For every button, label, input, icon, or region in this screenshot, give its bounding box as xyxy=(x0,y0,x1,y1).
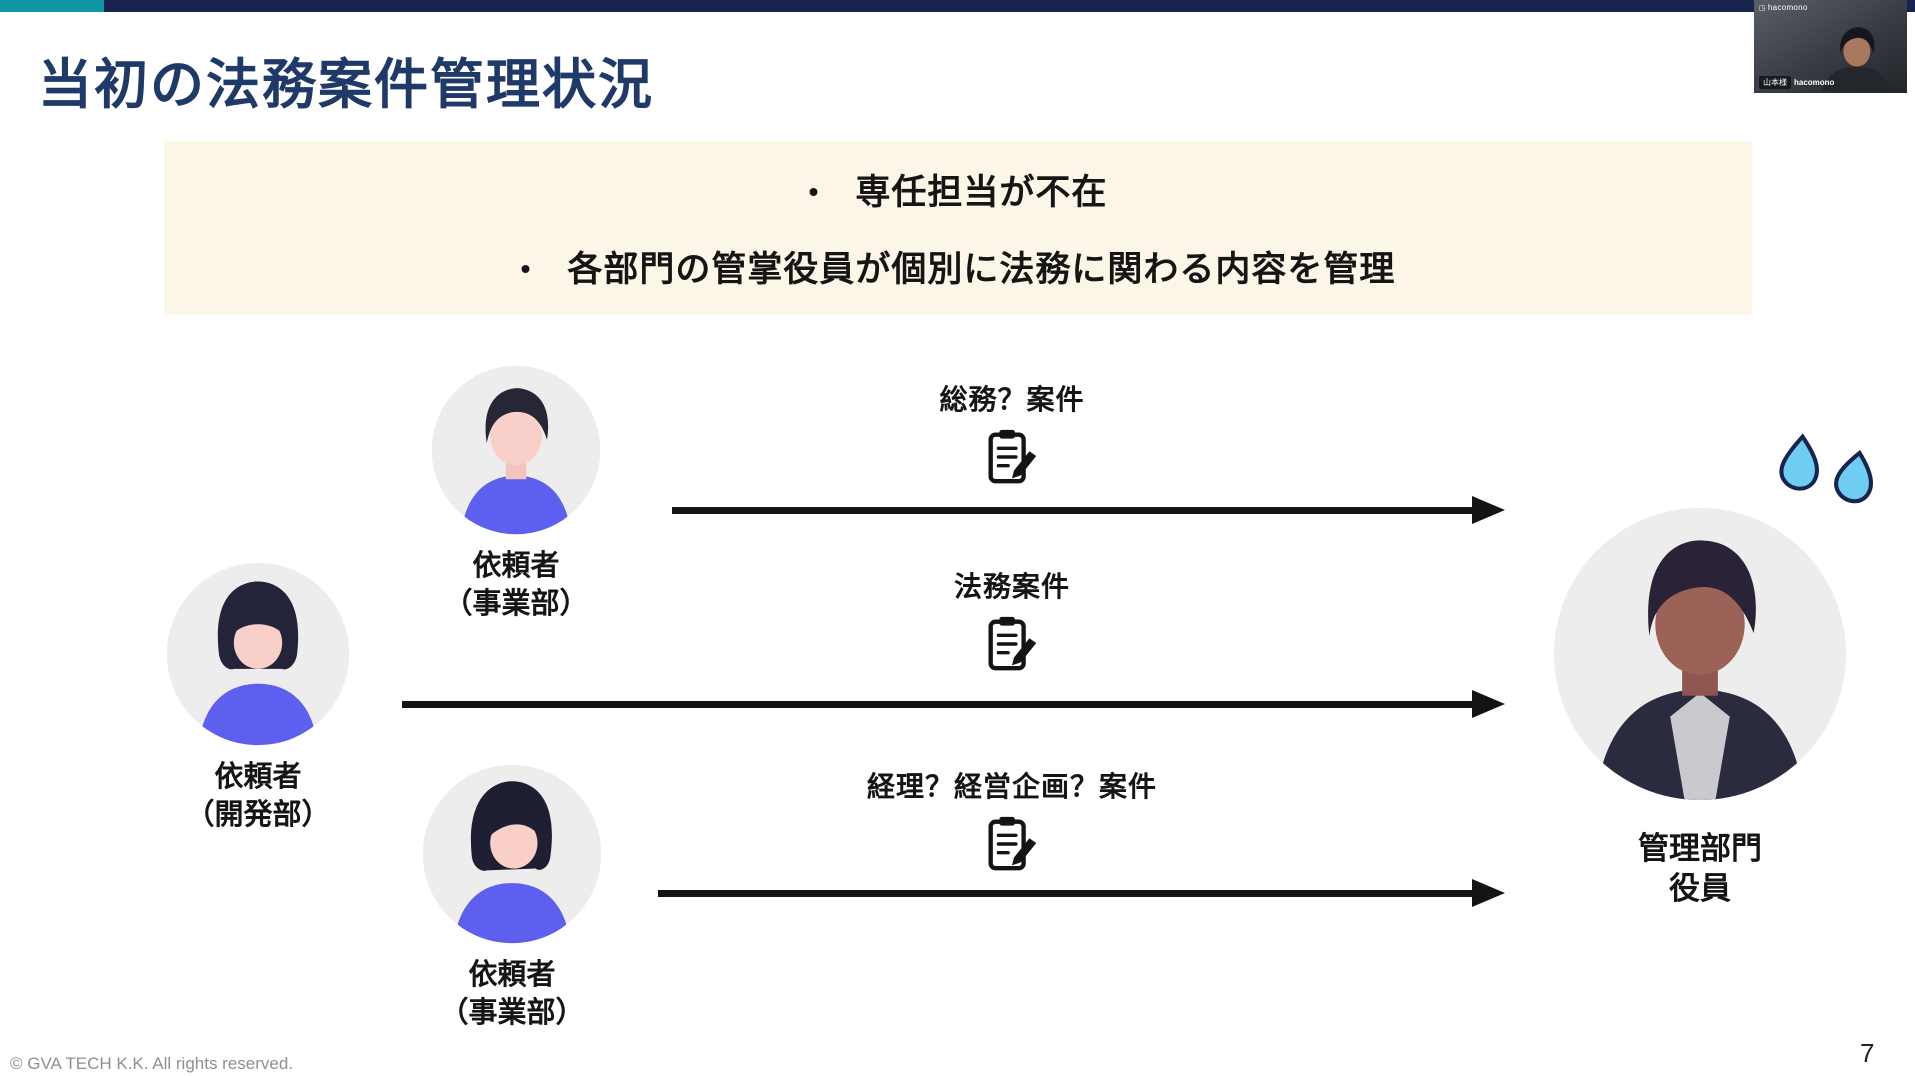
case-group-2: 法務案件 xyxy=(812,565,1212,675)
webcam-video-thumbnail[interactable]: ◳ hacomono 山本様 hacomono xyxy=(1754,0,1907,93)
case-group-1: 総務？案件 xyxy=(812,378,1212,488)
executive: 管理部門 役員 xyxy=(1550,505,1850,910)
webcam-name-badge: 山本様 xyxy=(1759,76,1791,89)
flow-arrow-3 xyxy=(658,879,1505,907)
requester-label: 依頼者 （事業部） xyxy=(443,550,589,620)
executive-avatar-icon xyxy=(1553,507,1847,801)
requester-label: 依頼者 （開発部） xyxy=(185,761,331,831)
memo-clipboard-icon xyxy=(988,429,1037,484)
bullet-item: 各部門の管掌役員が個別に法務に関わる内容を管理 xyxy=(521,241,1396,292)
executive-label: 管理部門 役員 xyxy=(1638,831,1762,907)
slide-title: 当初の法務案件管理状況 xyxy=(38,55,654,115)
flow-arrow-1 xyxy=(672,496,1505,524)
page-number: 7 xyxy=(1860,1038,1875,1068)
requester-avatar-icon xyxy=(166,562,350,746)
webcam-name-text: hacomono xyxy=(1794,78,1835,87)
case-group-3: 経理？経営企画？案件 xyxy=(772,765,1252,875)
requester-avatar-icon xyxy=(422,764,602,944)
top-accent-bar xyxy=(0,0,1915,12)
sweat-drops-icon xyxy=(1779,433,1873,504)
memo-clipboard-icon xyxy=(988,616,1037,671)
copyright-footer: © GVA TECH K.K. All rights reserved. xyxy=(10,1054,294,1073)
requester-3: 依頼者 （事業部） xyxy=(412,763,612,1032)
flow-arrow-2 xyxy=(402,690,1505,718)
case-label: 経理？経営企画？案件 xyxy=(866,771,1157,802)
webcam-person xyxy=(1822,27,1892,92)
memo-clipboard-icon xyxy=(988,816,1037,871)
hacomono-logo-icon: ◳ xyxy=(1759,4,1766,12)
top-accent-bar-teal xyxy=(0,0,104,12)
case-label: 総務？案件 xyxy=(939,384,1085,415)
requester-2: 依頼者 （開発部） xyxy=(158,561,358,834)
webcam-name-row: 山本様 hacomono xyxy=(1759,76,1834,89)
requester-1: 依頼者 （事業部） xyxy=(416,364,616,623)
case-label: 法務案件 xyxy=(953,571,1070,602)
summary-highlight-box: 専任担当が不在 各部門の管掌役員が個別に法務に関わる内容を管理 xyxy=(164,141,1752,315)
requester-label: 依頼者 （事業部） xyxy=(439,959,585,1029)
requester-avatar-icon xyxy=(431,365,601,535)
webcam-logo: ◳ hacomono xyxy=(1759,3,1808,12)
bullet-item: 専任担当が不在 xyxy=(809,164,1108,215)
